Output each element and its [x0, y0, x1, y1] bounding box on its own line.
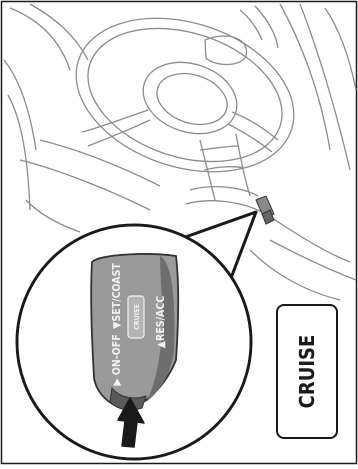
res-acc-label: ▲RES/ACC [155, 296, 167, 348]
set-coast-label: ▼SET/COAST [111, 263, 123, 329]
cruise-indicator: CRUISE [277, 305, 337, 438]
on-off-label: ▶ ON-OFF [111, 334, 123, 385]
cruise-indicator-label: CRUISE [295, 335, 319, 409]
cruise-button-label: CRUISE [133, 304, 141, 330]
